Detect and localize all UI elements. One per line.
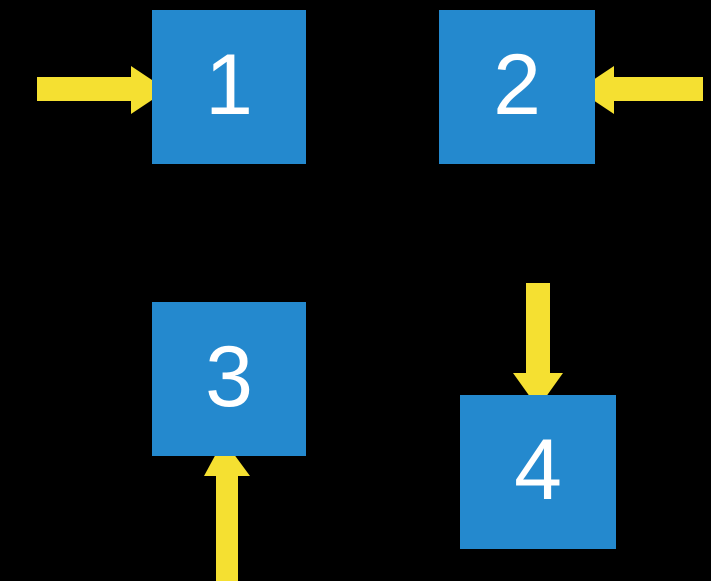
node-box-2[interactable]: 2 [439,10,595,164]
node-box-1[interactable]: 1 [152,10,306,164]
arrow-up-into-node-3-icon [204,440,250,581]
node-label-2: 2 [493,37,541,133]
node-label-1: 1 [205,37,253,133]
node-box-4[interactable]: 4 [460,395,616,549]
node-box-3[interactable]: 3 [152,302,306,456]
node-label-3: 3 [205,329,253,425]
node-label-4: 4 [514,422,562,518]
arrow-down-into-node-4-icon [513,283,563,408]
